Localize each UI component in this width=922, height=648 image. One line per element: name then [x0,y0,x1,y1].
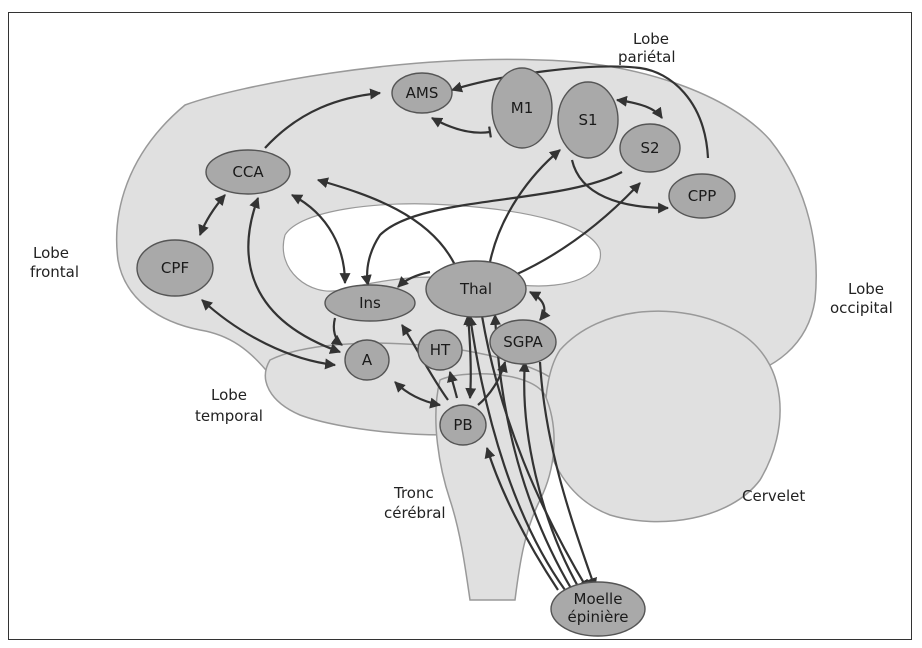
node-cpp: CPP [668,173,736,219]
node-moelle-epiniere: Moelle épinière [550,581,646,637]
arrow-moelle-to-sgpa [518,360,581,591]
node-s1-label: S1 [578,111,597,129]
arrow-m1-inhibit-ams [431,117,492,138]
arrow-moelle-to-thal [465,314,566,591]
label-cervelet: Cervelet [742,487,805,505]
label-occipital-line1: Lobe [848,280,884,298]
arrow-cca-cpf [198,194,226,237]
node-a: A [344,339,390,381]
arrow-ins-to-a [330,317,343,346]
label-frontal-line2: frontal [30,263,79,281]
label-parietal-line2: pariétal [618,48,676,66]
label-tronc-line2: cérébral [384,504,446,522]
node-a-label: A [362,351,373,369]
node-cpf: CPF [136,239,214,297]
arrow-thal-to-s2 [514,182,641,277]
label-temporal-line2: temporal [195,407,263,425]
node-moelle-label-line1: Moelle [574,590,623,608]
label-frontal-line1: Lobe [33,244,69,262]
arrow-s1-s2 [615,95,663,119]
node-ht: HT [417,329,463,371]
arrow-thal-sgpa [529,291,551,321]
label-occipital-line2: occipital [830,299,893,317]
arrow-cpf-a [201,299,337,370]
node-s2-label: S2 [640,139,659,157]
node-ins-label: Ins [359,294,381,312]
node-thal: Thal [425,260,527,318]
arrow-s1-to-cpp [570,159,670,214]
arrow-sgpa-to-moelle [538,361,597,590]
arrow-pb-to-sgpa [477,360,508,406]
arrow-thal-to-cca [316,177,456,266]
arrow-a-pb [394,381,442,409]
node-pb: PB [439,404,487,446]
node-m1-label: M1 [511,99,534,117]
node-ams: AMS [391,72,453,114]
arrow-s2-to-ins [360,171,623,287]
node-ams-label: AMS [406,84,439,102]
node-s1: S1 [557,81,619,159]
node-ht-label: HT [430,341,451,359]
node-m1: M1 [491,67,553,149]
node-ins: Ins [324,284,416,322]
node-cca-label: CCA [232,163,264,181]
node-thal-label: Thal [459,280,492,298]
node-sgpa-label: SGPA [503,333,543,351]
region-labels: Lobe pariétal Lobe frontal Lobe occipita… [30,30,893,522]
label-temporal-line1: Lobe [211,386,247,404]
connection-arrows [198,65,710,591]
node-pb-label: PB [453,416,472,434]
arrow-moelle-to-pb [484,446,559,591]
label-tronc-line1: Tronc [393,484,434,502]
node-cpf-label: CPF [161,259,189,277]
node-moelle-label-line2: épinière [568,608,629,626]
arrow-cca-to-ams [264,88,382,149]
node-cpp-label: CPP [688,187,717,205]
arrow-pb-to-ht [447,370,459,399]
node-sgpa: SGPA [489,319,557,365]
arrow-thal-to-moelle [480,315,589,591]
node-s2: S2 [619,123,681,173]
label-parietal-line1: Lobe [633,30,669,48]
node-cca: CCA [205,149,291,195]
arrow-thal-to-ins [397,270,431,288]
arrow-cca-ins [291,194,351,285]
brain-silhouette [115,58,817,601]
